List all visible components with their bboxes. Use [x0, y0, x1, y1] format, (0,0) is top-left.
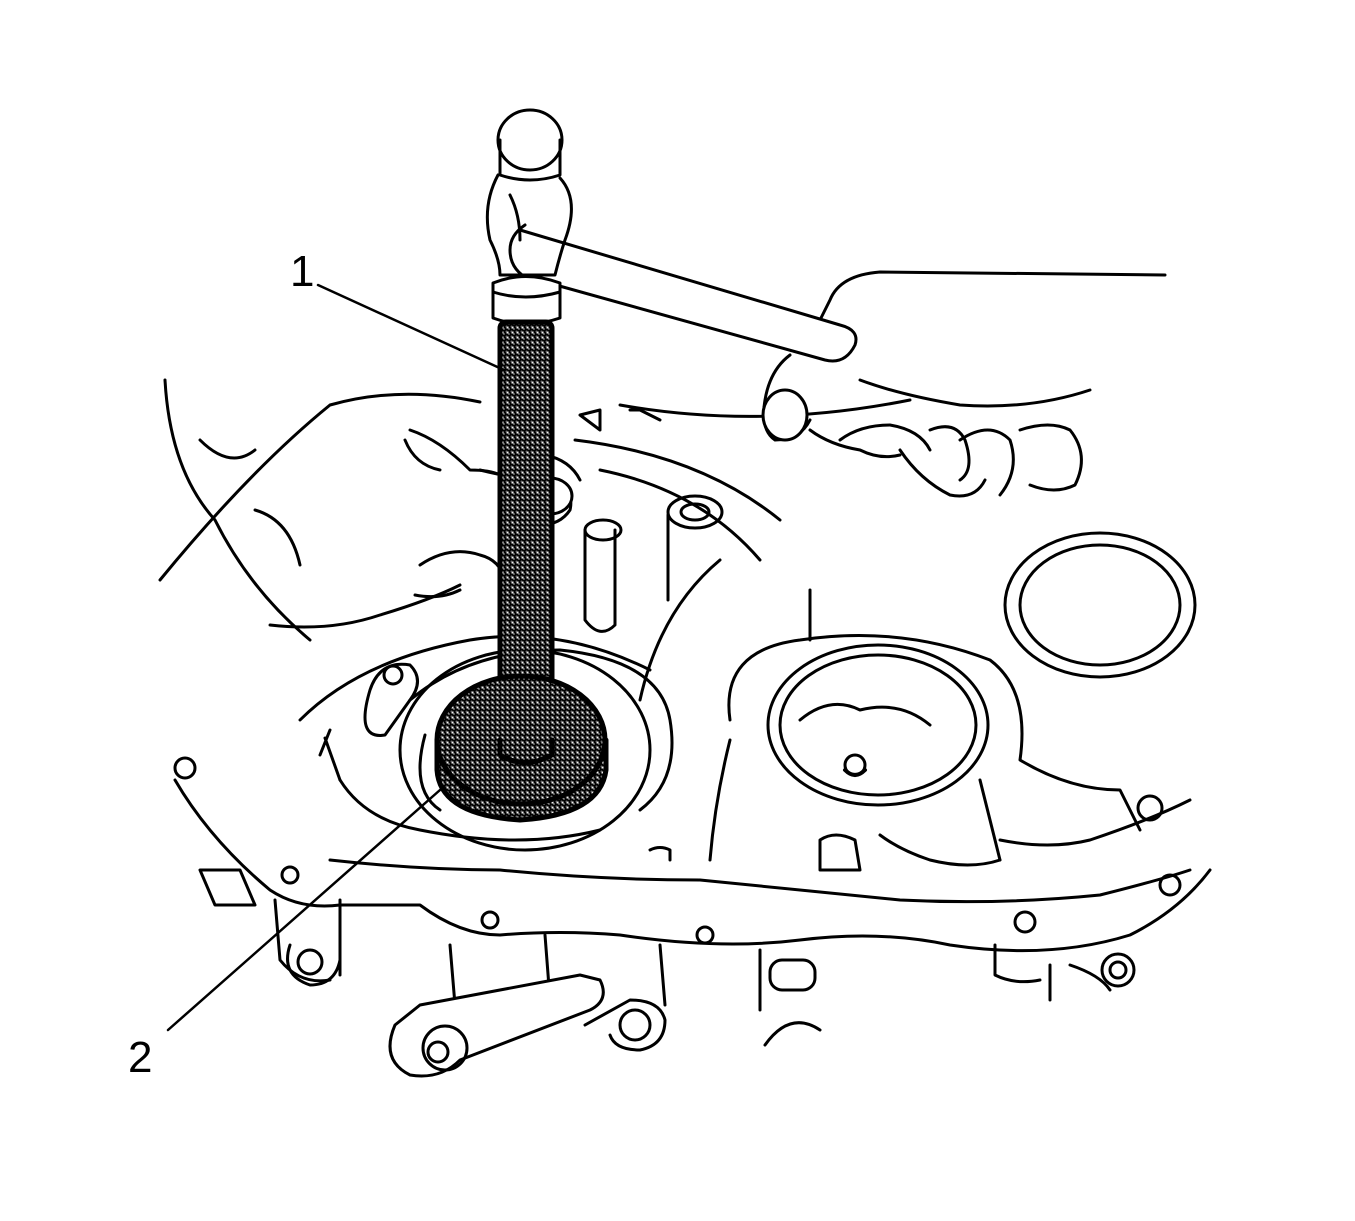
center-cavity — [708, 634, 1142, 872]
seal-installer — [434, 673, 609, 823]
seal-bore — [298, 634, 674, 862]
callout-1-leader — [316, 283, 506, 372]
callout-2-leader — [166, 788, 442, 1032]
hammer — [485, 108, 858, 363]
oil-tubes — [578, 408, 724, 633]
right-hand — [761, 270, 1167, 498]
callout-number-2: 2 — [128, 1033, 153, 1082]
transmission-case — [163, 378, 1212, 1078]
callout-number-1: 1 — [290, 247, 315, 296]
pump-bore — [1003, 531, 1197, 679]
